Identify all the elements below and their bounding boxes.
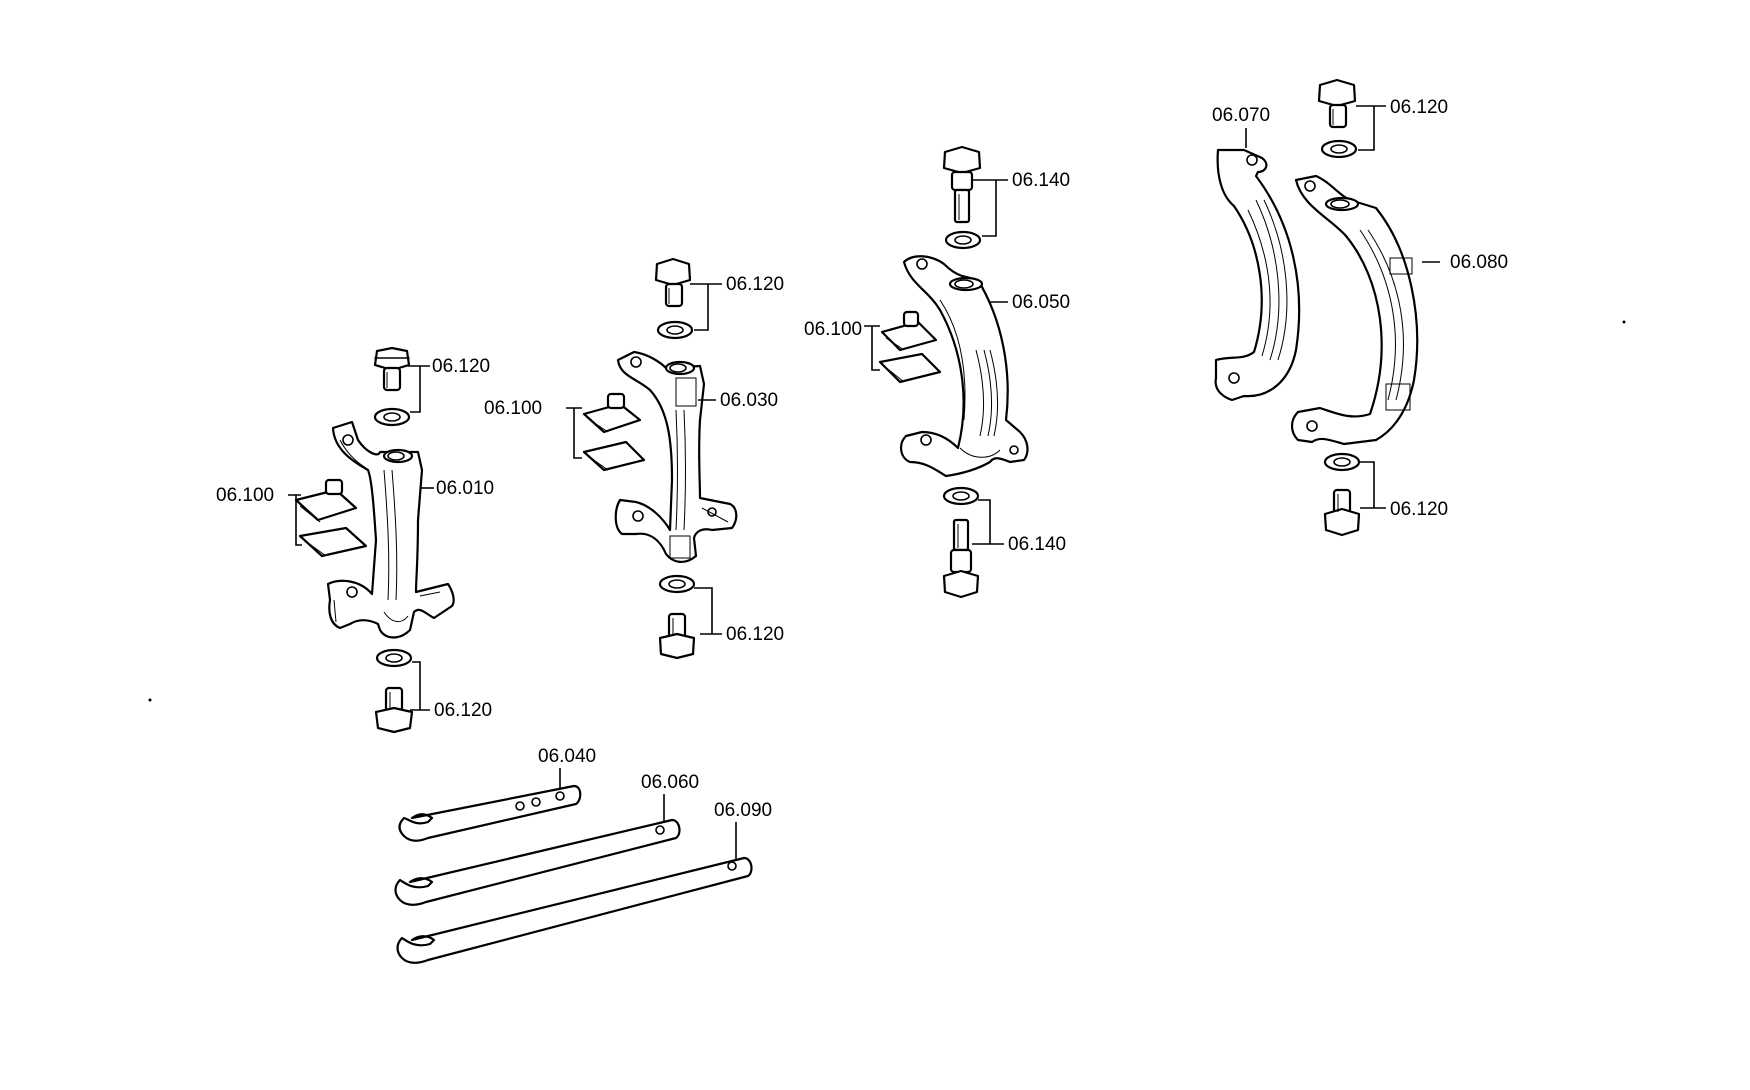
washer-bottom-c: [942, 486, 980, 506]
label-06-120-e: 06.120: [1390, 97, 1448, 118]
shift-fork-06-080: [1290, 174, 1419, 446]
slide-pad-upper-b: [582, 392, 642, 434]
slide-pad-lower-b: [582, 440, 646, 472]
screw-top-06-120-e: [1317, 78, 1357, 129]
label-06-050: 06.050: [1012, 292, 1070, 313]
slide-pad-upper: [294, 478, 358, 523]
fork-assembly-06-030: 06.120 06.030 06.100 06.120: [484, 257, 784, 660]
label-06-010: 06.010: [436, 478, 494, 499]
screw-top-06-140: [942, 145, 982, 224]
label-06-090: 06.090: [714, 800, 772, 821]
label-06-140-a: 06.140: [1012, 170, 1070, 191]
label-06-100-c: 06.100: [804, 319, 862, 340]
rail-06-090: 06.090: [396, 800, 772, 964]
leader-06-120-c: [690, 283, 722, 331]
fork-assembly-06-010: 06.120 06.010 06.100 06.120: [216, 346, 494, 734]
screw-top-06-120: [373, 346, 411, 392]
label-06-120-a: 06.120: [432, 356, 490, 377]
slide-pad-lower-c: [878, 352, 942, 384]
shift-fork-06-030: [614, 350, 738, 563]
leader-06-100: [288, 494, 302, 546]
slide-pad-lower: [298, 526, 368, 558]
label-06-120-b: 06.120: [434, 700, 492, 721]
scan-dot: [148, 698, 152, 702]
label-06-040: 06.040: [538, 746, 596, 767]
rail-06-060: 06.060: [394, 772, 699, 906]
label-06-120-f: 06.120: [1390, 499, 1448, 520]
leader-06-120-top: [408, 365, 430, 413]
leader-06-140-top: [972, 179, 1008, 237]
label-06-120-c: 06.120: [726, 274, 784, 295]
leader-06-100-c: [864, 325, 880, 371]
screw-bottom-06-120: [374, 686, 414, 734]
label-06-120-d: 06.120: [726, 624, 784, 645]
washer-top: [373, 407, 411, 427]
leader-06-120-f: [1358, 461, 1386, 509]
screw-bottom-06-120-e: [1323, 488, 1361, 537]
leader-06-100-b: [566, 407, 582, 459]
washer-top-c: [944, 230, 982, 250]
label-06-080: 06.080: [1450, 252, 1508, 273]
washer-top-b: [656, 320, 694, 340]
leader-06-140-bottom: [972, 499, 1004, 545]
screw-top-06-120-b: [654, 257, 692, 308]
screw-bottom-06-120-b: [658, 612, 696, 660]
shift-fork-06-010: [326, 420, 455, 639]
screw-bottom-06-140: [942, 518, 980, 599]
label-06-070: 06.070: [1212, 105, 1270, 126]
shift-fork-half-06-070: [1214, 148, 1301, 402]
label-06-140-b: 06.140: [1008, 534, 1066, 555]
fork-assembly-06-070-080: 06.070 06.120 06.080 06.120: [1212, 78, 1508, 537]
label-06-030: 06.030: [720, 390, 778, 411]
washer-bottom-e: [1323, 452, 1361, 472]
fork-assembly-06-050: 06.140 06.050 06.100 06.140: [804, 145, 1070, 599]
washer-top-e: [1320, 139, 1358, 159]
label-06-060: 06.060: [641, 772, 699, 793]
washer-bottom-b: [658, 574, 696, 594]
leader-06-120-d: [694, 587, 722, 635]
slide-pad-upper-c: [880, 310, 938, 352]
shift-fork-06-050: [900, 255, 1029, 478]
scan-dot: [1622, 320, 1626, 324]
rail-06-040: 06.040: [398, 746, 596, 842]
leader-06-120-bottom: [410, 661, 430, 711]
leader-06-120-e: [1356, 105, 1386, 151]
washer-bottom: [375, 648, 413, 668]
label-06-100-a: 06.100: [216, 485, 274, 506]
label-06-100-b: 06.100: [484, 398, 542, 419]
